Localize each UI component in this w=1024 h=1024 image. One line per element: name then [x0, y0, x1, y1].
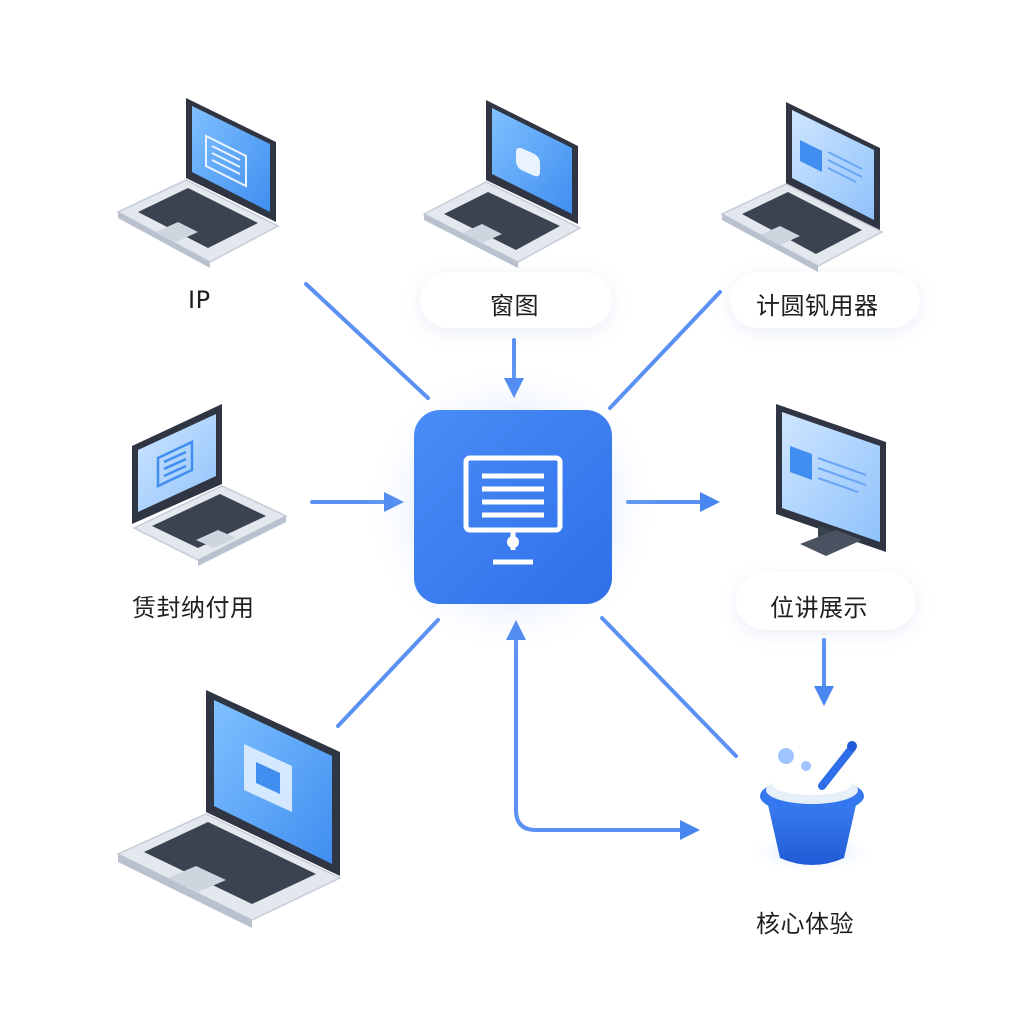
connector-bottom-left — [336, 618, 440, 728]
label-middle-left: 赁封纳付用 — [132, 594, 255, 622]
monitor-middle-right[interactable] — [776, 404, 886, 556]
label-top-left: IP — [188, 286, 211, 314]
connector-top-left — [304, 282, 430, 400]
central-hub[interactable] — [362, 358, 662, 658]
lock-icon — [244, 744, 292, 812]
chat-icon — [516, 147, 540, 177]
laptop-top-center[interactable] — [422, 100, 582, 268]
connector-feedback-loop — [506, 620, 694, 832]
profile-card-icon — [800, 140, 863, 183]
pill-middle-right — [736, 572, 916, 630]
label-top-right: 计圆钒用器 — [756, 292, 879, 320]
laptop-middle-left[interactable] — [132, 404, 288, 566]
profile-card-icon — [790, 446, 867, 493]
document-icon — [156, 440, 194, 488]
label-bottom-right: 核心体验 — [756, 910, 854, 938]
laptop-top-left[interactable] — [116, 98, 280, 268]
connector-bottom-right — [600, 616, 738, 758]
laptop-top-right[interactable] — [720, 102, 884, 272]
pill-top-right — [730, 272, 920, 328]
connector-top-right — [608, 290, 722, 410]
paint-bucket-icon[interactable] — [748, 741, 876, 874]
pill-top-center — [420, 272, 612, 328]
document-icon — [205, 134, 247, 188]
label-middle-right: 位讲展示 — [770, 594, 868, 622]
laptop-bottom-left[interactable] — [116, 690, 342, 928]
label-top-center: 窗图 — [490, 292, 539, 320]
connectors — [304, 282, 834, 840]
